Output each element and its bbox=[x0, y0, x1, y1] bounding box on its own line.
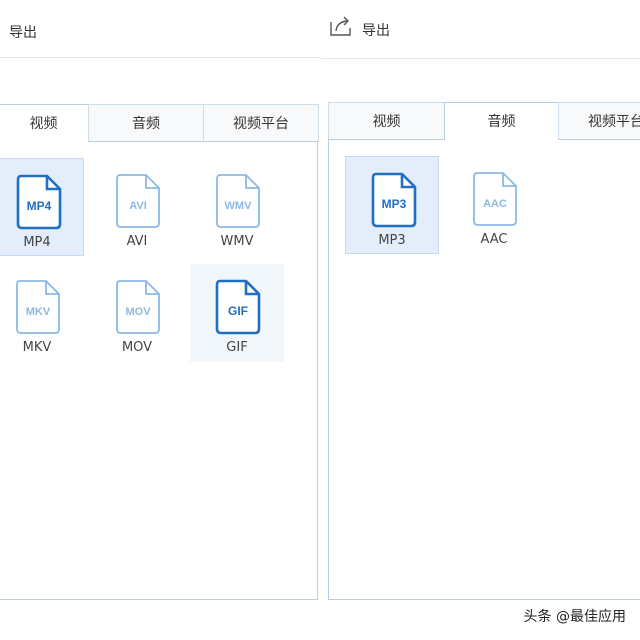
tab-video-platform[interactable]: 视频平台 bbox=[558, 102, 640, 140]
tab-label: 视频 bbox=[372, 114, 401, 130]
gif-file-icon: GIF bbox=[215, 279, 261, 335]
watermark: 头条 @最佳应用 bbox=[523, 609, 626, 625]
format-label: WMV bbox=[220, 234, 254, 249]
format-tabs: 视频 音频 视频平台 bbox=[0, 104, 320, 144]
avi-file-icon: AVI bbox=[116, 174, 160, 228]
format-label: AAC bbox=[480, 232, 508, 247]
format-grid-video: MP4 MP4 AVI AVI WMV WMV MKV bbox=[0, 142, 318, 600]
panel-header: 导出 bbox=[0, 0, 320, 58]
aac-file-icon: AAC bbox=[473, 172, 517, 226]
file-icon-text: WMV bbox=[225, 200, 253, 212]
wmv-file-icon: WMV bbox=[216, 174, 260, 228]
format-label: MOV bbox=[121, 340, 153, 355]
mov-file-icon: MOV bbox=[116, 280, 160, 334]
tab-audio[interactable]: 音频 bbox=[88, 104, 204, 142]
tab-video-platform[interactable]: 视频平台 bbox=[203, 104, 319, 142]
export-arrow-icon[interactable] bbox=[328, 13, 354, 39]
export-panel-video: 导出 视频 音频 视频平台 MP4 MP4 AVI AVI bbox=[0, 0, 320, 600]
tab-label: 视频平台 bbox=[233, 116, 289, 132]
file-icon-text: MKV bbox=[26, 306, 51, 318]
file-icon-text: MP4 bbox=[27, 199, 52, 213]
format-label: MP4 bbox=[23, 235, 51, 250]
format-mov[interactable]: MOV MOV bbox=[90, 264, 184, 362]
mkv-file-icon: MKV bbox=[16, 280, 60, 334]
format-tabs: 视频 音频 视频平台 bbox=[321, 102, 640, 142]
mp4-file-icon: MP4 bbox=[16, 174, 62, 230]
format-label: MKV bbox=[22, 340, 52, 355]
tab-video[interactable]: 视频 bbox=[328, 102, 445, 140]
format-avi[interactable]: AVI AVI bbox=[90, 158, 184, 256]
format-label: GIF bbox=[226, 340, 248, 355]
mp3-file-icon: MP3 bbox=[371, 172, 417, 228]
panel-title: 导出 bbox=[362, 23, 390, 39]
export-panel-audio: 导出 视频 音频 视频平台 MP3 MP3 AAC AAC bbox=[321, 0, 640, 640]
format-grid-audio: MP3 MP3 AAC AAC bbox=[328, 140, 640, 600]
format-label: AVI bbox=[126, 234, 148, 249]
file-icon-text: MOV bbox=[125, 306, 151, 318]
format-aac[interactable]: AAC AAC bbox=[447, 156, 541, 254]
file-icon-text: GIF bbox=[228, 304, 248, 318]
format-label: MP3 bbox=[378, 233, 406, 248]
tab-label: 视频 bbox=[29, 116, 58, 132]
file-icon-text: MP3 bbox=[382, 197, 407, 211]
panel-header: 导出 bbox=[321, 0, 640, 59]
panel-title: 导出 bbox=[9, 25, 37, 41]
tab-audio[interactable]: 音频 bbox=[444, 102, 559, 142]
tab-video[interactable]: 视频 bbox=[0, 104, 89, 144]
format-mp4[interactable]: MP4 MP4 bbox=[0, 158, 84, 256]
file-icon-text: AVI bbox=[129, 200, 147, 212]
tab-label: 音频 bbox=[487, 114, 516, 130]
format-gif[interactable]: GIF GIF bbox=[190, 264, 284, 362]
tab-label: 视频平台 bbox=[588, 114, 640, 130]
format-wmv[interactable]: WMV WMV bbox=[190, 158, 284, 256]
file-icon-text: AAC bbox=[483, 198, 507, 210]
format-mp3[interactable]: MP3 MP3 bbox=[345, 156, 439, 254]
tab-label: 音频 bbox=[132, 116, 160, 132]
format-mkv[interactable]: MKV MKV bbox=[0, 264, 84, 362]
